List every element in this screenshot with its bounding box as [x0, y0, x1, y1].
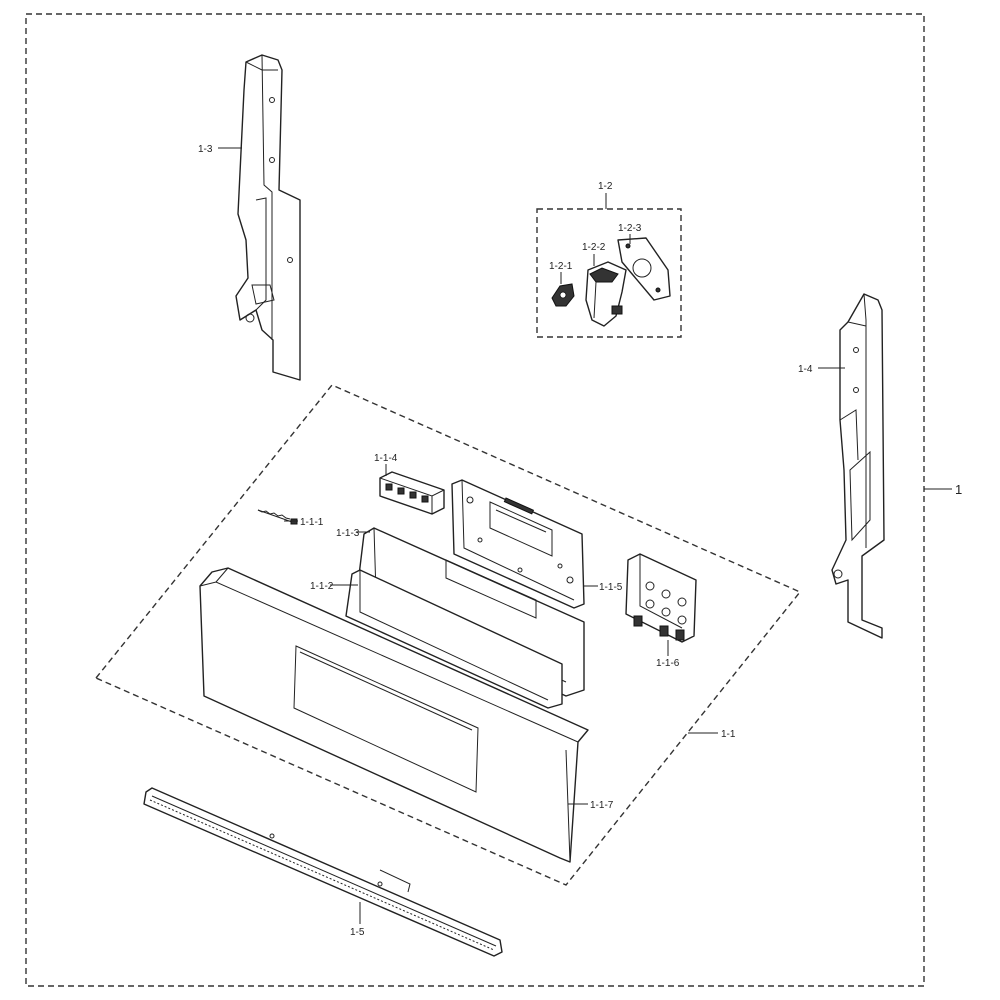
left-side-bracket[interactable]	[235, 54, 301, 381]
label-1-1-7: 1-1-7	[590, 800, 614, 811]
label-1: 1	[955, 482, 962, 497]
label-1-2: 1-2	[598, 181, 613, 192]
label-1-1-1: 1-1-1	[300, 517, 324, 528]
wire-harness[interactable]	[257, 509, 298, 525]
label-1-1-2: 1-1-2	[310, 581, 334, 592]
control-panel[interactable]	[199, 567, 589, 863]
label-1-4: 1-4	[798, 364, 813, 375]
label-1-2-1: 1-2-1	[549, 261, 573, 272]
label-1-2-3: 1-2-3	[618, 223, 642, 234]
label-1-1-4: 1-1-4	[374, 453, 398, 464]
knob-bracket[interactable]	[617, 237, 671, 301]
bottom-trim[interactable]	[143, 787, 503, 957]
knob-group-boundary	[536, 208, 682, 338]
label-1-5: 1-5	[350, 927, 365, 938]
knob-cap[interactable]	[551, 283, 575, 307]
label-1-1-6: 1-1-6	[656, 658, 680, 669]
label-1-1: 1-1	[721, 729, 736, 740]
label-1-1-3: 1-1-3	[336, 528, 360, 539]
label-1-3: 1-3	[198, 144, 213, 155]
panel-overlay[interactable]	[345, 569, 563, 709]
main-pcb[interactable]	[451, 479, 585, 609]
encoder[interactable]	[585, 261, 627, 327]
connector-block[interactable]	[379, 471, 445, 515]
label-1-2-2: 1-2-2	[582, 242, 606, 253]
right-side-bracket[interactable]	[831, 293, 885, 639]
panel-group-boundary	[94, 384, 802, 886]
label-1-1-5: 1-1-5	[599, 582, 623, 593]
sub-pcb[interactable]	[625, 553, 697, 643]
assembly-boundary	[25, 13, 925, 987]
